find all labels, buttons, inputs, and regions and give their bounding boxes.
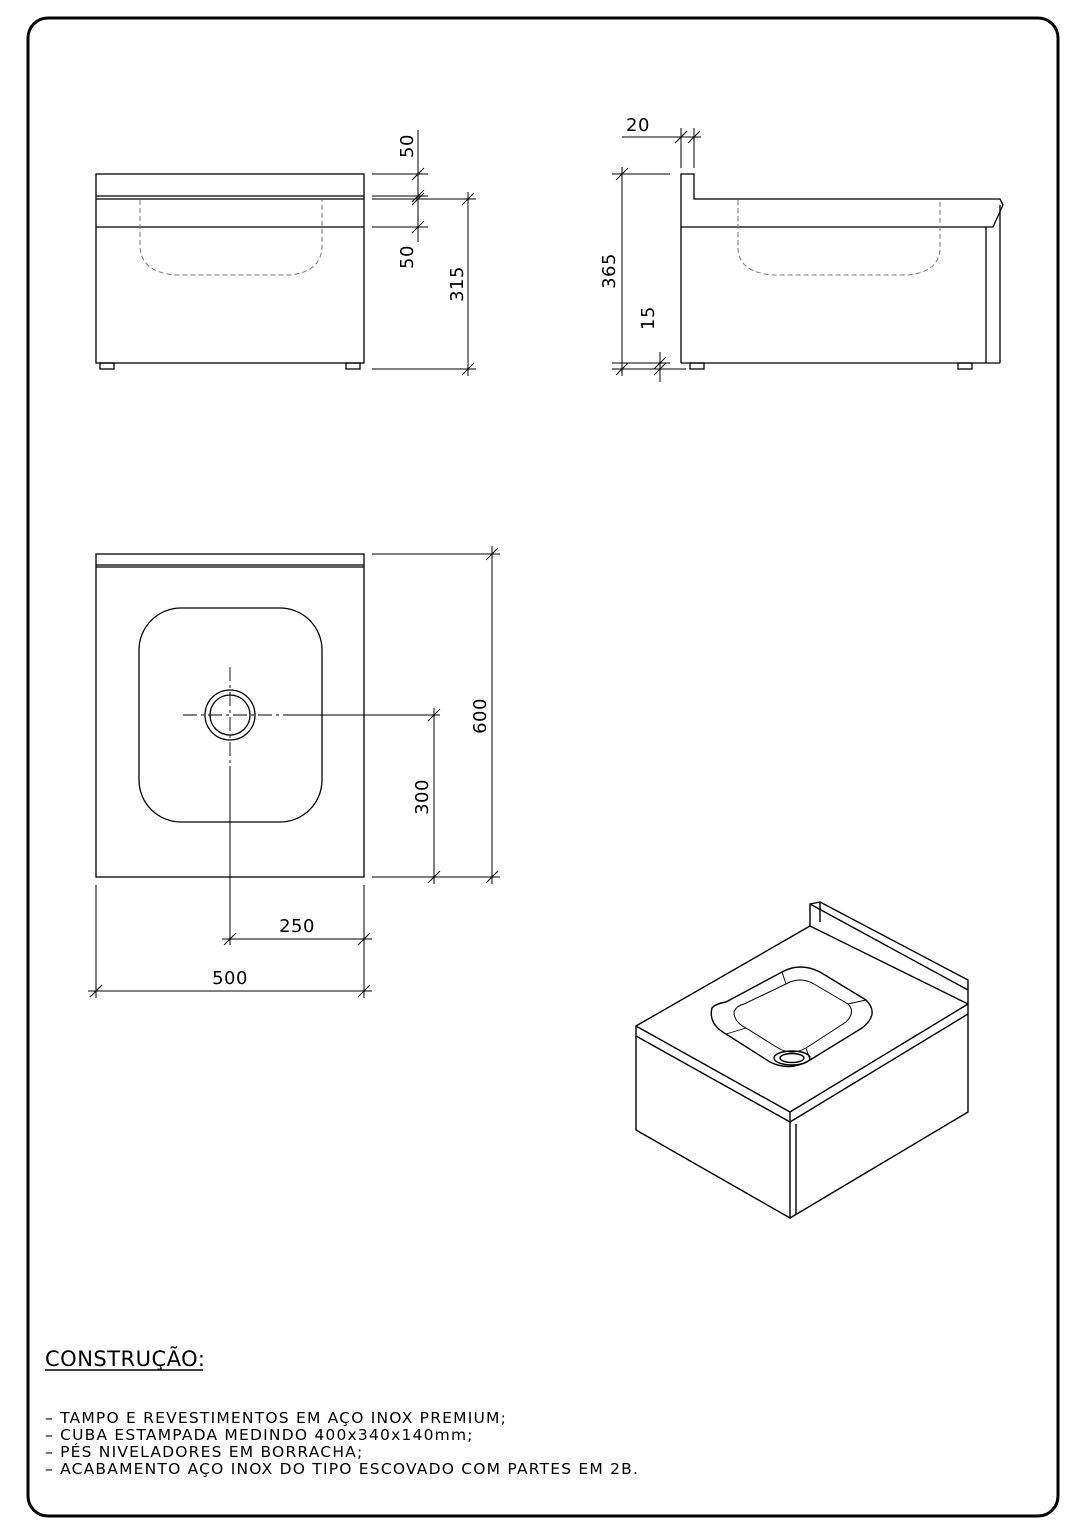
- dim-front-lower-band: 50: [397, 245, 418, 269]
- dim-side-backsplash: 20: [626, 115, 650, 136]
- front-dimension-lines: [372, 130, 476, 376]
- front-elevation-view: [95, 173, 365, 370]
- dim-front-top-band: 50: [397, 134, 418, 158]
- construction-item: – ACABAMENTO AÇO INOX DO TIPO ESCOVADO C…: [45, 1460, 639, 1478]
- dim-side-foot-height: 15: [638, 306, 659, 330]
- dim-front-height: 315: [447, 266, 468, 302]
- construction-item: – CUBA ESTAMPADA MEDINDO 400x340x140mm;: [45, 1426, 474, 1444]
- construction-item: – PÉS NIVELADORES EM BORRACHA;: [45, 1442, 363, 1461]
- dim-plan-depth: 600: [470, 698, 491, 734]
- side-elevation-view: [680, 173, 1004, 370]
- dim-side-total-height: 365: [599, 253, 620, 289]
- construction-item: – TAMPO E REVESTIMENTOS EM AÇO INOX PREM…: [45, 1409, 507, 1427]
- dim-plan-drain-depth: 300: [412, 779, 433, 815]
- plan-center-lines: [183, 667, 286, 766]
- side-dimension-lines: [612, 128, 701, 382]
- plan-dimension-lines: [88, 546, 500, 998]
- sheet-border: [26, 16, 1060, 1518]
- dim-plan-drain-width: 250: [279, 916, 315, 937]
- isometric-view: [635, 901, 969, 1219]
- dim-plan-width: 500: [212, 968, 248, 989]
- construction-heading: CONSTRUÇÃO:: [45, 1345, 205, 1371]
